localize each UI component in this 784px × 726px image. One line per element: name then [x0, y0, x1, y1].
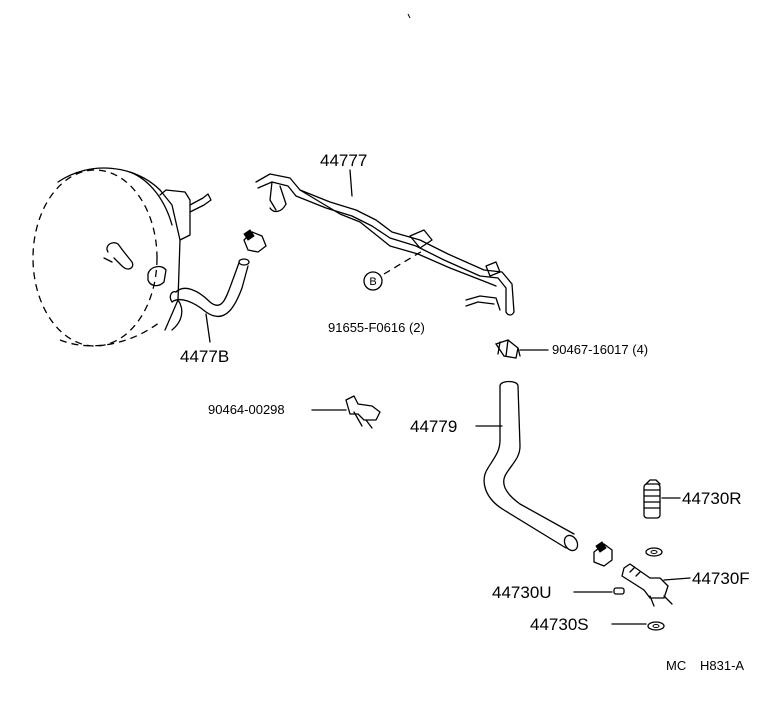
leader-44778: [205, 313, 211, 343]
clamp-90464: [345, 395, 381, 429]
label-90464: 90464-00298: [208, 402, 285, 417]
clamp-b-leader: [383, 249, 425, 275]
hose-44778: [169, 258, 250, 318]
footer-code-right: H831-A: [700, 658, 744, 673]
stray-mark: [407, 13, 411, 19]
label-44778: 4477B: [180, 347, 229, 366]
clip-90467: [494, 339, 521, 359]
washer-upper-hole: [650, 550, 658, 554]
label-90467: 90467-16017 (4): [552, 342, 648, 357]
label-44730r: 44730R: [682, 489, 742, 508]
leader-44777: [349, 169, 353, 197]
washer-44730s: [647, 621, 665, 631]
pipe-44777: [255, 173, 515, 316]
washer-upper: [645, 547, 663, 557]
valve-44730r: [643, 479, 661, 519]
washer-44730s-hole: [652, 624, 660, 628]
footer-code-left: MC: [666, 658, 686, 673]
label-44730f: 44730F: [692, 569, 750, 588]
leader-44730f: [663, 577, 691, 581]
label-44779: 44779: [410, 417, 457, 436]
hose-44779: [483, 380, 579, 552]
ref-b-text: B: [369, 276, 376, 288]
clamp-upper: [243, 229, 267, 253]
label-91655: 91655-F0616 (2): [328, 320, 425, 335]
ref-b-marker: B: [363, 271, 383, 291]
label-44730s: 44730S: [530, 615, 589, 634]
valve-44730f: [621, 563, 673, 607]
brake-booster: [32, 167, 212, 347]
label-44777: 44777: [320, 151, 367, 170]
clamp-lower: [593, 541, 613, 567]
cap-44730u: [613, 587, 625, 595]
label-44730u: 44730U: [492, 583, 552, 602]
